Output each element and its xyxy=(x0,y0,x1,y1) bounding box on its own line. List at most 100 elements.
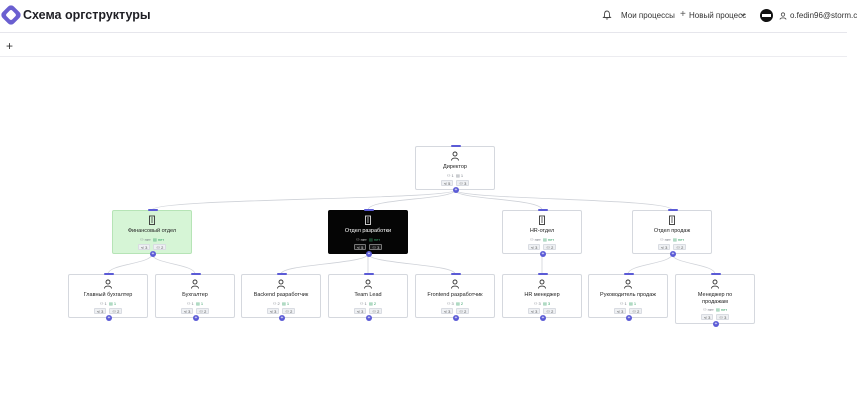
node-accent xyxy=(624,273,634,275)
subnodes-chip: ⋖ 3 xyxy=(527,307,541,314)
subnodes-chip: ⋖ 3 xyxy=(137,243,151,250)
subnodes-chip: ⋖ 3 xyxy=(527,243,541,250)
node-title: Отдел продаж xyxy=(653,228,691,234)
node-title: Главный бухгалтер xyxy=(83,292,133,298)
person-icon xyxy=(104,279,112,289)
expand-button[interactable]: + xyxy=(193,315,199,321)
expand-button[interactable]: + xyxy=(670,251,676,257)
org-node-finance[interactable]: Финансовый отдел ⚇ нет ▤ нет ⋖ 3⚇ 2 + xyxy=(112,209,192,257)
expand-button[interactable]: + xyxy=(366,315,372,321)
node-stats: ⚇ 3 ▤ 3 xyxy=(533,300,551,306)
org-node-director[interactable]: Директор ⚇ 1 ▤ 1 ⋖ 5⚇ 3 + xyxy=(415,145,495,193)
node-chips: ⋖ 3⚇ 3 xyxy=(676,314,754,320)
org-node-backend[interactable]: Backend разработчик ⚇ 2 ▤ 1 ⋖ 3⚇ 2 + xyxy=(241,273,321,321)
node-stats: ⚇ 1 ▤ 1 xyxy=(99,300,117,306)
node-stats: ⚇ 1 ▤ 2 xyxy=(359,300,377,306)
node-chips: ⋖ 3⚇ 2 xyxy=(113,243,191,250)
node-title: Бухгалтер xyxy=(182,292,208,298)
node-accent xyxy=(148,209,158,211)
node-title: HR-отдел xyxy=(529,228,555,234)
person-icon xyxy=(624,279,632,289)
node-accent xyxy=(364,273,374,275)
person-icon xyxy=(191,279,199,289)
node-accent xyxy=(538,273,548,275)
node-chips: ⋖ 3⚇ 2 xyxy=(633,243,711,250)
expand-button[interactable]: + xyxy=(366,251,372,257)
subnodes-chip: ⋖ 3 xyxy=(440,307,454,314)
my-processes-link[interactable]: Мои процессы xyxy=(621,11,675,20)
node-accent xyxy=(711,273,721,275)
node-chips: ⋖ 5⚇ 3 xyxy=(416,179,494,186)
expand-button[interactable]: + xyxy=(453,315,459,321)
user-email[interactable]: o.fedin96@storm.c xyxy=(790,11,857,20)
subnodes-chip: ⋖ 3 xyxy=(657,243,671,250)
add-node-button[interactable]: + xyxy=(6,39,14,53)
node-accent xyxy=(104,273,114,275)
org-node-sales-manager[interactable]: Менеджер по продажам ⚇ нет ▤ нет ⋖ 3⚇ 3 … xyxy=(675,273,755,327)
members-chip: ⚇ 2 xyxy=(109,307,123,314)
node-stats: ⚇ 1 ▤ 1 xyxy=(619,300,637,306)
node-title: Frontend разработчик xyxy=(427,292,483,298)
node-title: Руководитель продаж xyxy=(600,292,656,298)
members-chip: ⚇ 3 xyxy=(456,179,470,186)
expand-button[interactable]: + xyxy=(540,315,546,321)
org-node-sales-head[interactable]: Руководитель продаж ⚇ 1 ▤ 1 ⋖ 3⚇ 2 + xyxy=(588,273,668,321)
org-node-chief-accountant[interactable]: Главный бухгалтер ⚇ 1 ▤ 1 ⋖ 3⚇ 2 + xyxy=(68,273,148,321)
subnodes-chip: ⋖ 3 xyxy=(700,314,714,320)
expand-button[interactable]: + xyxy=(713,321,719,327)
subnodes-chip: ⋖ 3 xyxy=(266,307,280,314)
node-title: Менеджер по продажам xyxy=(697,292,733,305)
expand-button[interactable]: + xyxy=(453,187,459,193)
node-stats: ⚇ нет ▤ нет xyxy=(659,236,685,242)
node-stats: ⚇ нет ▤ нет xyxy=(702,307,728,312)
expand-button[interactable]: + xyxy=(106,315,112,321)
avatar[interactable] xyxy=(760,9,773,22)
building-icon xyxy=(365,215,371,225)
subnodes-chip: ⋖ 3 xyxy=(353,307,367,314)
node-stats: ⚇ 2 ▤ 1 xyxy=(272,300,290,306)
org-node-hr[interactable]: HR-отдел ⚇ нет ▤ нет ⋖ 3⚇ 2 + xyxy=(502,209,582,257)
org-node-sales[interactable]: Отдел продаж ⚇ нет ▤ нет ⋖ 3⚇ 2 + xyxy=(632,209,712,257)
subnodes-chip: ⋖ 3 xyxy=(93,307,107,314)
node-chips: ⋖ 3⚇ 2 xyxy=(503,307,581,314)
bell-icon[interactable] xyxy=(602,10,612,20)
members-chip: ⚇ 2 xyxy=(153,243,167,250)
expand-button[interactable]: + xyxy=(626,315,632,321)
node-chips: ⋖ 3⚇ 2 xyxy=(156,307,234,314)
expand-button[interactable]: + xyxy=(150,251,156,257)
org-node-accountant[interactable]: Бухгалтер ⚇ 1 ▤ 1 ⋖ 3⚇ 2 + xyxy=(155,273,235,321)
node-title: Team Lead xyxy=(354,292,382,298)
node-accent xyxy=(364,209,374,211)
top-bar: Схема оргструктуры Мои процессы + Новый … xyxy=(0,0,857,33)
new-process-button[interactable]: Новый процесс xyxy=(689,11,747,20)
node-accent xyxy=(451,273,461,275)
node-title: Директор xyxy=(443,164,467,170)
chevron-down-icon[interactable] xyxy=(740,12,746,18)
page-title: Схема оргструктуры xyxy=(23,8,151,22)
node-chips: ⋖ 3⚇ 2 xyxy=(329,307,407,314)
members-chip: ⚇ 2 xyxy=(196,307,210,314)
org-node-development[interactable]: Отдел разработки ⚇ нет ▤ нет ⋖ 5⚇ 3 + xyxy=(328,209,408,257)
members-chip: ⚇ 2 xyxy=(456,307,470,314)
node-stats: ⚇ нет ▤ нет xyxy=(529,236,555,242)
node-title: Отдел разработки xyxy=(344,228,392,234)
node-accent xyxy=(277,273,287,275)
person-icon xyxy=(451,151,459,161)
node-stats: ⚇ 1 ▤ 1 xyxy=(186,300,204,306)
subnodes-chip: ⋖ 5 xyxy=(353,243,367,250)
expand-button[interactable]: + xyxy=(540,251,546,257)
members-chip: ⚇ 2 xyxy=(673,243,687,250)
org-node-hr-manager[interactable]: HR менеджер ⚇ 3 ▤ 3 ⋖ 3⚇ 2 + xyxy=(502,273,582,321)
node-chips: ⋖ 3⚇ 2 xyxy=(589,307,667,314)
node-title: HR менеджер xyxy=(524,292,560,298)
building-icon xyxy=(539,215,545,225)
node-accent xyxy=(538,209,548,211)
expand-button[interactable]: + xyxy=(279,315,285,321)
app-logo-icon[interactable] xyxy=(0,3,23,27)
org-node-team-lead[interactable]: Team Lead ⚇ 1 ▤ 2 ⋖ 3⚇ 2 + xyxy=(328,273,408,321)
node-accent xyxy=(451,145,461,147)
org-node-frontend[interactable]: Frontend разработчик ⚇ 3 ▤ 2 ⋖ 3⚇ 2 + xyxy=(415,273,495,321)
node-chips: ⋖ 3⚇ 2 xyxy=(416,307,494,314)
building-icon xyxy=(669,215,675,225)
members-chip: ⚇ 3 xyxy=(369,243,383,250)
